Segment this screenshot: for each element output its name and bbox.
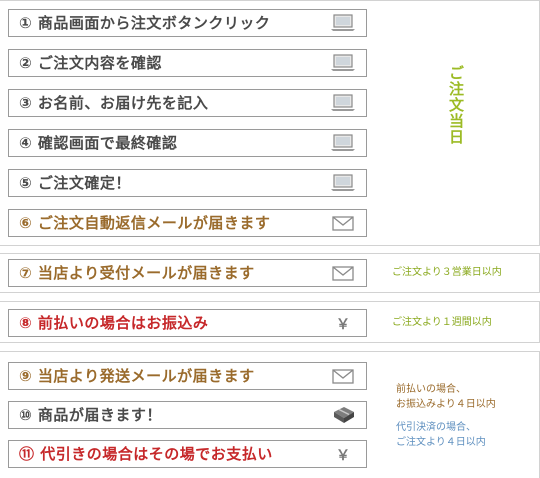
cod-delivery-note-line1: 代引決済の場合、	[396, 422, 476, 433]
step-10-product-arrives: ⑩ 商品が届きます！	[8, 401, 367, 429]
step-label: ⑥ ご注文自動返信メールが届きます	[19, 214, 271, 232]
step-5-order-confirmed: ⑤ ご注文確定！	[8, 169, 367, 197]
step-2-confirm-order: ② ご注文内容を確認	[8, 49, 367, 77]
step-label: ④ 確認画面で最終確認	[19, 134, 178, 152]
laptop-icon	[331, 14, 355, 31]
cod-delivery-note-line2: ご注文より４日以内	[396, 437, 486, 448]
prepayment-timing-note: ご注文より１週間以内	[392, 317, 492, 328]
yen-icon: ￥	[336, 448, 350, 464]
step-label: ⑨ 当店より発送メールが届きます	[19, 367, 255, 385]
step-8-prepayment: ⑧ 前払いの場合はお振込み ￥	[8, 309, 367, 337]
acceptance-group: ⑦ 当店より受付メールが届きます ご注文より３営業日以内	[0, 253, 540, 293]
step-11-cod-payment: ⑪ 代引きの場合はその場でお支払い ￥	[8, 440, 367, 468]
step-4-final-check: ④ 確認画面で最終確認	[8, 129, 367, 157]
step-label: ⑩ 商品が届きます！	[19, 406, 162, 424]
yen-icon: ￥	[336, 317, 350, 333]
step-label: ③ お名前、お届け先を記入	[19, 94, 209, 112]
laptop-icon	[331, 54, 355, 71]
step-label: ⑧ 前払いの場合はお振込み	[19, 314, 209, 332]
shipping-group: ⑨ 当店より発送メールが届きます ⑩ 商品が届きます！ ⑪ 代引きの場合はその場…	[0, 351, 540, 478]
step-label: ⑪ 代引きの場合はその場でお支払い	[19, 445, 273, 463]
step-label: ① 商品画面から注文ボタンクリック	[19, 14, 271, 32]
step-label: ⑤ ご注文確定！	[19, 174, 131, 192]
envelope-icon	[332, 369, 354, 384]
step-label: ② ご注文内容を確認	[19, 54, 162, 72]
step-6-auto-reply-mail: ⑥ ご注文自動返信メールが届きます	[8, 209, 367, 237]
envelope-icon	[332, 266, 354, 281]
prepay-delivery-note-line1: 前払いの場合、	[396, 384, 466, 395]
package-icon	[334, 407, 354, 423]
envelope-icon	[332, 216, 354, 231]
prepayment-group: ⑧ 前払いの場合はお振込み ￥ ご注文より１週間以内	[0, 301, 540, 343]
step-7-acceptance-mail: ⑦ 当店より受付メールが届きます	[8, 259, 367, 287]
order-day-group: ① 商品画面から注文ボタンクリック ② ご注文内容を確認 ③ お名前、お届け先を…	[0, 0, 540, 246]
acceptance-timing-note: ご注文より３営業日以内	[392, 267, 502, 278]
step-9-shipping-mail: ⑨ 当店より発送メールが届きます	[8, 362, 367, 390]
laptop-icon	[331, 134, 355, 151]
step-1-click-order: ① 商品画面から注文ボタンクリック	[8, 9, 367, 37]
laptop-icon	[331, 174, 355, 191]
step-label: ⑦ 当店より受付メールが届きます	[19, 264, 255, 282]
prepay-delivery-note-line2: お振込みより４日以内	[396, 399, 496, 410]
order-day-title: ご注文当日	[447, 65, 465, 145]
step-3-enter-address: ③ お名前、お届け先を記入	[8, 89, 367, 117]
laptop-icon	[331, 94, 355, 111]
